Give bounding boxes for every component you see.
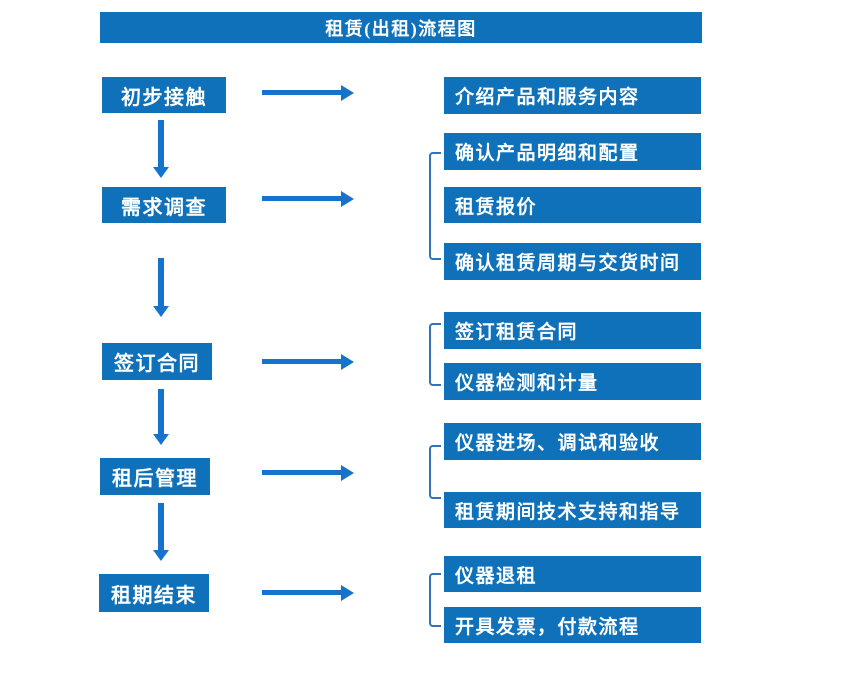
detail-box-introduce-products: 介绍产品和服务内容 [444, 77, 701, 114]
arrow-head [153, 306, 169, 317]
arrow-shaft [262, 470, 342, 475]
arrow-down-icon [153, 503, 169, 561]
arrow-right-icon [262, 85, 354, 101]
arrow-shaft [262, 196, 342, 201]
step-box-initial-contact: 初步接触 [102, 77, 226, 113]
arrow-right-icon [262, 585, 354, 601]
arrow-head [341, 85, 354, 101]
arrow-right-icon [262, 354, 354, 370]
step-box-rental-end: 租期结束 [99, 574, 209, 612]
arrow-right-icon [262, 191, 354, 207]
arrow-head [341, 191, 354, 207]
arrow-head [153, 167, 169, 178]
arrow-head [341, 465, 354, 481]
detail-box-sign-rental-contract: 签订租赁合同 [444, 312, 701, 349]
arrow-shaft [262, 359, 342, 364]
arrow-shaft [262, 90, 342, 95]
arrow-head [153, 434, 169, 445]
group-bracket [429, 445, 441, 499]
arrow-down-icon [153, 120, 169, 178]
detail-box-technical-support: 租赁期间技术支持和指导 [444, 492, 701, 528]
detail-box-invoice-payment: 开具发票，付款流程 [444, 607, 701, 643]
arrow-shaft [158, 120, 164, 168]
arrow-shaft [158, 503, 164, 551]
detail-box-instrument-testing: 仪器检测和计量 [444, 363, 701, 400]
arrow-down-icon [153, 258, 169, 317]
detail-box-confirm-rental-period: 确认租赁周期与交货时间 [444, 243, 701, 280]
detail-box-confirm-product-details: 确认产品明细和配置 [444, 133, 701, 170]
arrow-shaft [158, 258, 164, 307]
arrow-shaft [262, 590, 342, 595]
group-bracket [429, 323, 441, 386]
detail-box-rental-quote: 租赁报价 [444, 187, 701, 223]
detail-box-instrument-setup: 仪器进场、调试和验收 [444, 423, 701, 460]
flowchart-title: 租赁(出租)流程图 [100, 12, 702, 43]
arrow-down-icon [153, 389, 169, 445]
arrow-head [341, 354, 354, 370]
step-box-demand-survey: 需求调查 [102, 187, 226, 223]
arrow-head [341, 585, 354, 601]
step-box-post-rental-management: 租后管理 [100, 458, 210, 495]
arrow-shaft [158, 389, 164, 435]
group-bracket [429, 573, 441, 627]
step-box-sign-contract: 签订合同 [102, 343, 212, 380]
arrow-right-icon [262, 465, 354, 481]
detail-box-instrument-return: 仪器退租 [444, 556, 701, 592]
arrow-head [153, 550, 169, 561]
group-bracket [429, 152, 441, 260]
